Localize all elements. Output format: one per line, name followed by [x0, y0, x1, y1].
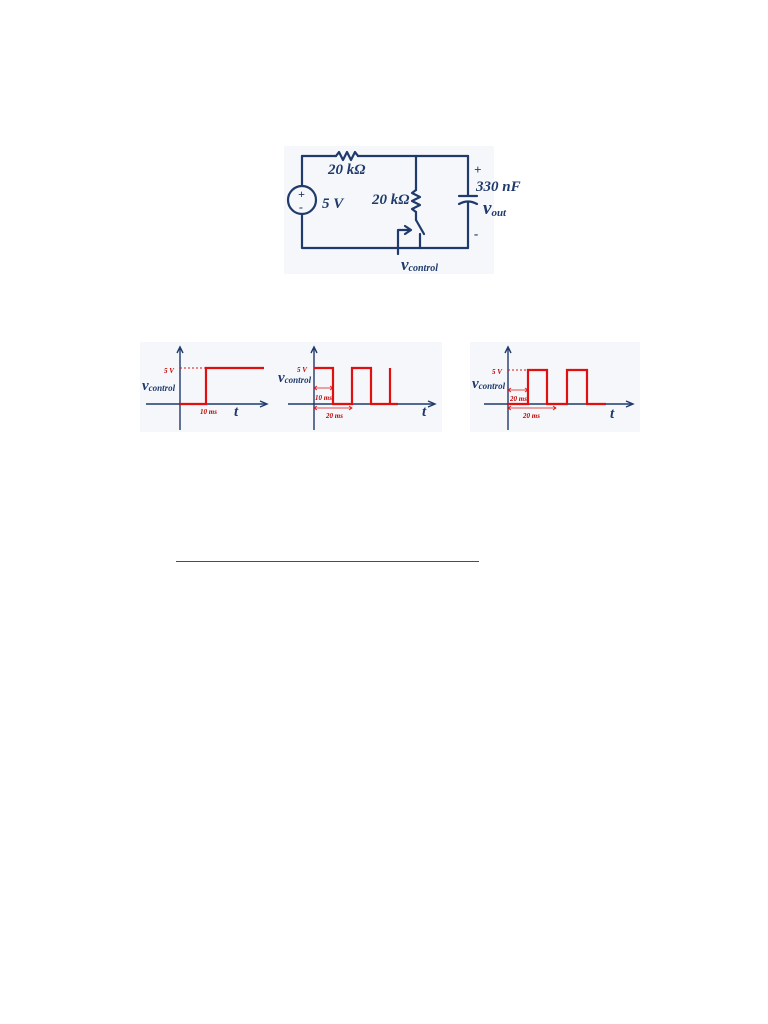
rc-switch-circuit: + - 5 V 20 kΩ 20 kΩ + 330 nF vout - vcon…	[284, 146, 521, 274]
control-voltage-label: vcontrol	[401, 255, 438, 274]
control-signal	[314, 366, 398, 406]
control-arrow-shaft	[396, 228, 412, 256]
waveform-square-delayed-background	[470, 342, 640, 432]
period-label: 20 ms	[522, 412, 540, 420]
branch-resistor-label: 20 kΩ	[371, 192, 409, 208]
waveform-square-delayed: 5 V vcontrol 20 ms 20 ms t	[470, 342, 640, 432]
y-axis-label-main: v	[142, 378, 149, 394]
y-axis-label-main: v	[278, 370, 285, 386]
switch-blade	[414, 218, 426, 236]
top-resistor-label: 20 kΩ	[327, 162, 365, 178]
waveform-step: 5 V vcontrol 10 ms t	[140, 342, 276, 432]
control-voltage-sub: control	[409, 263, 439, 274]
waveform-square-10ms-background	[272, 342, 442, 432]
output-minus-sign: -	[474, 226, 478, 241]
period-marker	[313, 405, 353, 411]
control-signal	[508, 368, 606, 406]
time-axis-label: t	[234, 404, 239, 420]
time-axis-label: t	[422, 404, 427, 420]
time-axis-label: t	[610, 406, 615, 422]
left-wire-lower	[300, 212, 470, 250]
branch-resistor	[410, 188, 422, 214]
on-time-label: 10 ms	[315, 394, 332, 402]
waveform-square-10ms: 5 V vcontrol 10 ms 20 ms t	[272, 342, 442, 432]
control-arrow-head	[403, 224, 413, 236]
y-axis-label-sub: control	[149, 383, 176, 393]
level-label: 5 V	[297, 366, 308, 374]
x-axis-arrowhead	[625, 400, 635, 408]
y-axis-label: vcontrol	[278, 370, 312, 386]
y-axis-label: vcontrol	[142, 378, 176, 394]
x-axis-arrowhead	[427, 400, 437, 408]
output-voltage-sub: out	[491, 207, 507, 219]
on-time-marker	[313, 385, 334, 391]
y-axis-label-sub: control	[479, 381, 506, 391]
level-label: 5 V	[492, 368, 503, 376]
source-minus-sign: -	[299, 200, 303, 214]
level-label: 5 V	[164, 367, 175, 375]
control-voltage-main: v	[401, 255, 409, 274]
y-axis-label: vcontrol	[472, 376, 506, 392]
y-axis-label-main: v	[472, 376, 479, 392]
capacitor-label: 330 nF	[475, 179, 521, 195]
top-resistor	[334, 150, 360, 162]
delay-marker	[507, 387, 529, 393]
y-axis-label-sub: control	[285, 375, 312, 385]
control-signal	[180, 366, 264, 406]
output-plus-sign: +	[474, 162, 481, 177]
waveform-step-background	[140, 342, 276, 432]
period-label: 20 ms	[325, 412, 343, 420]
output-voltage-main: v	[483, 198, 492, 219]
source-voltage-label: 5 V	[322, 196, 345, 212]
hyperlink-underline[interactable]	[176, 561, 479, 562]
y-axis-arrowhead	[176, 345, 184, 354]
circuit-background	[284, 146, 494, 274]
y-axis-arrowhead	[310, 345, 318, 354]
delay-label: 20 ms	[509, 395, 527, 403]
step-time-label: 10 ms	[200, 408, 217, 416]
output-voltage-label: vout	[483, 198, 507, 219]
y-axis-arrowhead	[504, 345, 512, 354]
period-marker	[507, 405, 557, 411]
source-plus-sign: +	[298, 187, 305, 201]
x-axis-arrowhead	[259, 400, 269, 408]
